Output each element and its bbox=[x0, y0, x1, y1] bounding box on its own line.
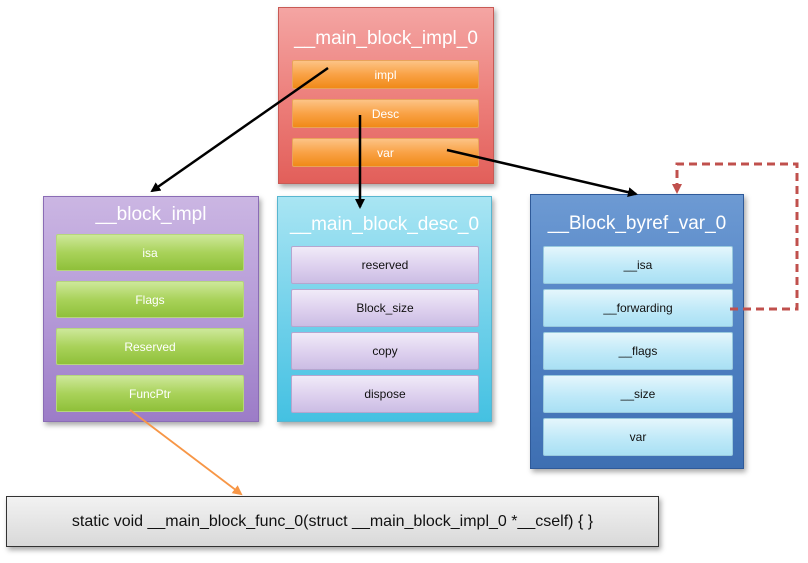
field-flags: Flags bbox=[56, 281, 244, 318]
field-impl: impl bbox=[292, 60, 479, 89]
field-forwarding: __forwarding bbox=[543, 289, 733, 327]
block-func-signature: static void __main_block_func_0(struct _… bbox=[6, 496, 659, 547]
field-block-size: Block_size bbox=[291, 289, 479, 327]
field-byref-var: var bbox=[543, 418, 733, 456]
field-funcptr: FuncPtr bbox=[56, 375, 244, 412]
block-byref-var-struct: __Block_byref_var_0 __isa __forwarding _… bbox=[530, 194, 744, 469]
block-byref-var-title: __Block_byref_var_0 bbox=[547, 213, 727, 234]
main-block-desc-struct: __main_block_desc_0 reserved Block_size … bbox=[277, 196, 492, 422]
arrow-impl-to-block-impl bbox=[150, 66, 329, 193]
field-var: var bbox=[292, 138, 479, 167]
field-copy: copy bbox=[291, 332, 479, 370]
field-isa: isa bbox=[56, 234, 244, 271]
main-block-desc-title: __main_block_desc_0 bbox=[289, 214, 480, 235]
field-byref-isa: __isa bbox=[543, 246, 733, 284]
field-reserved: Reserved bbox=[56, 328, 244, 365]
arrow-var-to-byref bbox=[446, 148, 638, 198]
field-byref-size: __size bbox=[543, 375, 733, 413]
field-byref-flags: __flags bbox=[543, 332, 733, 370]
arrow-forwarding-loop bbox=[672, 162, 799, 311]
block-impl-title: __block_impl bbox=[95, 204, 207, 225]
main-block-impl-struct: __main_block_impl_0 impl Desc var bbox=[278, 7, 494, 184]
main-block-impl-title: __main_block_impl_0 bbox=[294, 28, 478, 49]
field-desc: Desc bbox=[292, 99, 479, 128]
field-dispose: dispose bbox=[291, 375, 479, 413]
arrow-funcptr-to-function bbox=[129, 409, 243, 496]
field-desc-reserved: reserved bbox=[291, 246, 479, 284]
block-impl-struct: __block_impl isa Flags Reserved FuncPtr bbox=[43, 196, 259, 422]
